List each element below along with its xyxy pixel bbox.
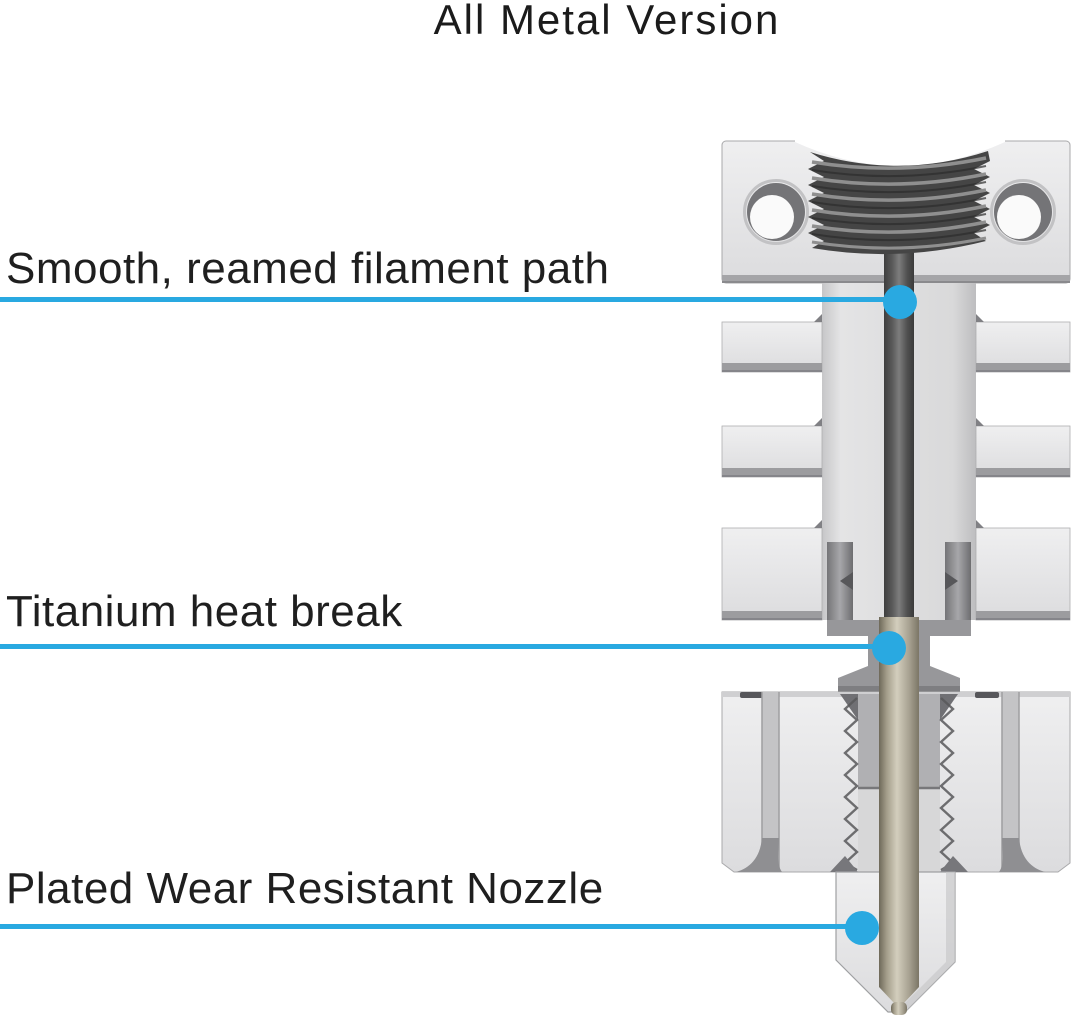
heatsink-fins-right — [975, 314, 1071, 621]
callout-dot — [872, 631, 906, 665]
callout-line — [0, 297, 900, 302]
heatsink-fins-left — [721, 314, 823, 621]
callout-filament-path — [0, 285, 917, 319]
callout-dot — [845, 911, 879, 945]
callout-label-filament-path: Smooth, reamed filament path — [6, 244, 610, 293]
thread-insert — [808, 151, 990, 255]
page-title: All Metal Version — [433, 0, 781, 43]
callout-heat-break — [0, 631, 906, 665]
callout-line — [0, 644, 889, 649]
heat-break-tube — [879, 617, 919, 1015]
callout-nozzle — [0, 911, 879, 945]
callout-label-heat-break: Titanium heat break — [6, 587, 403, 636]
callout-line — [0, 924, 862, 929]
callout-label-nozzle: Plated Wear Resistant Nozzle — [6, 864, 604, 913]
callout-dot — [883, 285, 917, 319]
screw-hole-right — [990, 179, 1056, 245]
screw-hole-left — [743, 179, 809, 245]
